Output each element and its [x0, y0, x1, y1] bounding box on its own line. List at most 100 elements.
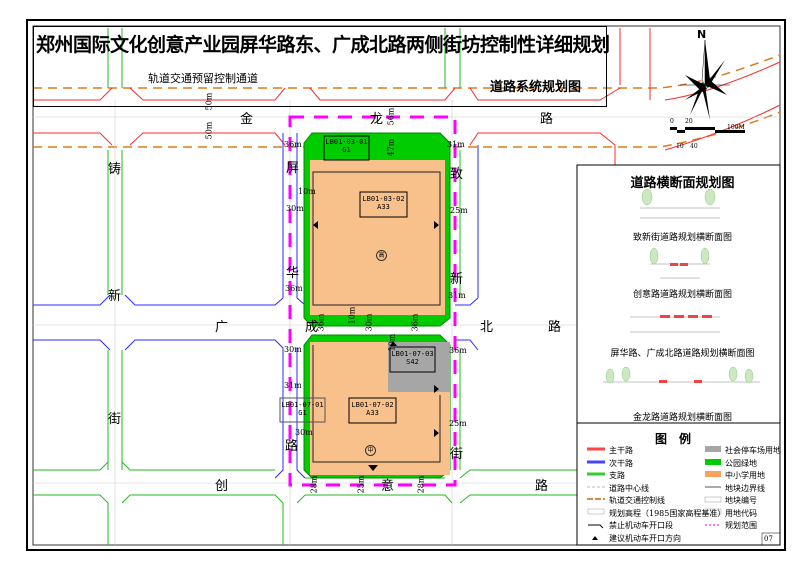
road-width-label: 30m — [284, 345, 302, 354]
school-middle-icon: 中 — [365, 445, 376, 456]
road-width-label: 25m — [449, 419, 467, 428]
opening-arrow-icon — [390, 341, 397, 346]
road-name: 金 — [240, 112, 254, 127]
school-high-icon: 高 — [376, 250, 387, 261]
north-arrow-icon — [680, 39, 730, 120]
legend-item: 轨道交通控制线 — [609, 496, 665, 505]
legend-item: 地块编号 — [725, 496, 757, 505]
legend-item: 规划范围 — [725, 521, 757, 530]
scale-tick: 0 — [670, 118, 674, 125]
parking-parcel — [388, 342, 450, 392]
legend-item: 社会停车场用地 — [725, 446, 781, 455]
road-width-label: 28m — [309, 475, 319, 494]
road-width-label: 36m — [284, 140, 302, 149]
road-name: 意 — [381, 479, 395, 494]
road-name: 街 — [108, 412, 122, 427]
legend-item: 公园绿地 — [725, 458, 757, 468]
legend-swatches — [587, 446, 722, 540]
legend-item: 禁止机动车开口段 — [609, 521, 673, 530]
road-width-label: 30m — [286, 204, 304, 213]
road-name: 路 — [540, 112, 554, 127]
road-name: 北 — [480, 320, 494, 335]
rail-label: 轨道交通预留控制通道 — [148, 72, 258, 85]
secondary-road-guangcheng — [33, 133, 479, 479]
road-name: 致 — [450, 167, 464, 182]
map-title: 郑州国际文化创意产业园屏华路东、广成北路两侧街坊控制性详细规划 — [36, 34, 610, 56]
road-width-label: 25m — [450, 206, 468, 215]
legend-item: 支路 — [609, 471, 625, 480]
section-caption: 金龙路道路规划横断面图 — [632, 413, 732, 423]
road-width-label: 36m — [410, 313, 420, 332]
road-name: 广 — [215, 320, 229, 335]
scale-tick: 20 — [685, 118, 693, 125]
legend-title: 图 例 — [655, 432, 692, 446]
opening-arrow-icon — [313, 221, 318, 229]
legend-item: 中小学用地 — [725, 471, 765, 480]
road-width-label: 30m — [364, 313, 374, 332]
road-width-label: 31m — [447, 140, 465, 149]
road-width-label: 31m — [448, 291, 466, 300]
road-name: 新 — [450, 272, 464, 287]
scale-tick: 100M — [727, 124, 745, 131]
road-name: 华 — [286, 266, 300, 281]
section-caption: 创意路道路规划横断面图 — [632, 290, 732, 300]
road-width-label: 36m — [449, 346, 467, 355]
road-name: 创 — [215, 479, 229, 494]
road-name: 路 — [548, 320, 562, 335]
road-width-label: 36m — [316, 313, 326, 332]
legend-item: 规划高程（1985国家高程基准） — [609, 508, 726, 518]
scale-tick: 40 — [690, 143, 698, 150]
legend-item: 用地代码 — [725, 508, 757, 518]
road-name: 新 — [108, 289, 122, 304]
road-width-label: 50m — [204, 92, 214, 111]
road-name: 路 — [285, 439, 299, 454]
road-name: 成 — [305, 320, 319, 335]
road-width-label: 28m — [416, 475, 426, 494]
legend-item: 地块边界线 — [725, 483, 765, 493]
north-label: N — [697, 28, 707, 41]
road-width-label: 50m — [204, 121, 214, 140]
school-parcel-upper — [310, 160, 445, 315]
road-width-label: 56m — [386, 107, 396, 126]
road-name: 屏 — [286, 161, 300, 176]
scale-tick: 10 — [676, 143, 684, 150]
right-panel — [576, 164, 781, 546]
planning-boundary — [288, 115, 457, 487]
legend-item: 道路中心线 — [609, 483, 649, 493]
road-width-label: 10m — [387, 333, 397, 352]
opening-arrow-icon — [434, 221, 439, 229]
parcel-box — [323, 135, 370, 161]
outer-frame — [26, 19, 786, 551]
title-box — [33, 26, 607, 107]
road-width-label: 25m — [356, 475, 366, 494]
road-width-label: 10m — [347, 306, 357, 325]
road-width-label: 30m — [295, 428, 313, 437]
legend-item: 主干路 — [609, 446, 633, 455]
sections-title: 道路横断面规划图 — [630, 176, 735, 191]
legend-item: 次干路 — [609, 458, 633, 468]
legend-right: 社会停车场用地公园绿地中小学用地地块边界线地块编号用地代码规划范围 — [725, 445, 781, 533]
road-width-label: 10m — [298, 187, 316, 196]
map-subtitle: 道路系统规划图 — [490, 80, 582, 95]
page-number: 07 — [764, 535, 773, 543]
legend-left: 主干路次干路支路道路中心线轨道交通控制线规划高程（1985国家高程基准） 禁止机动… — [609, 445, 725, 545]
scale-bar — [670, 127, 745, 133]
section-caption: 致新街道路规划横断面图 — [632, 233, 732, 243]
road-width-label: 31m — [284, 381, 302, 390]
parcel-box — [359, 191, 408, 218]
branch-roads — [33, 28, 578, 545]
opening-arrow-icon — [434, 429, 439, 437]
road-width-label: 36m — [285, 284, 303, 293]
road-name: 铸 — [108, 162, 122, 177]
road-name: 路 — [535, 479, 549, 494]
opening-arrow-icon — [368, 465, 378, 471]
road-name: 龙 — [370, 112, 384, 127]
section-caption: 屏华路、广成北路道路规划横断面图 — [610, 349, 755, 359]
